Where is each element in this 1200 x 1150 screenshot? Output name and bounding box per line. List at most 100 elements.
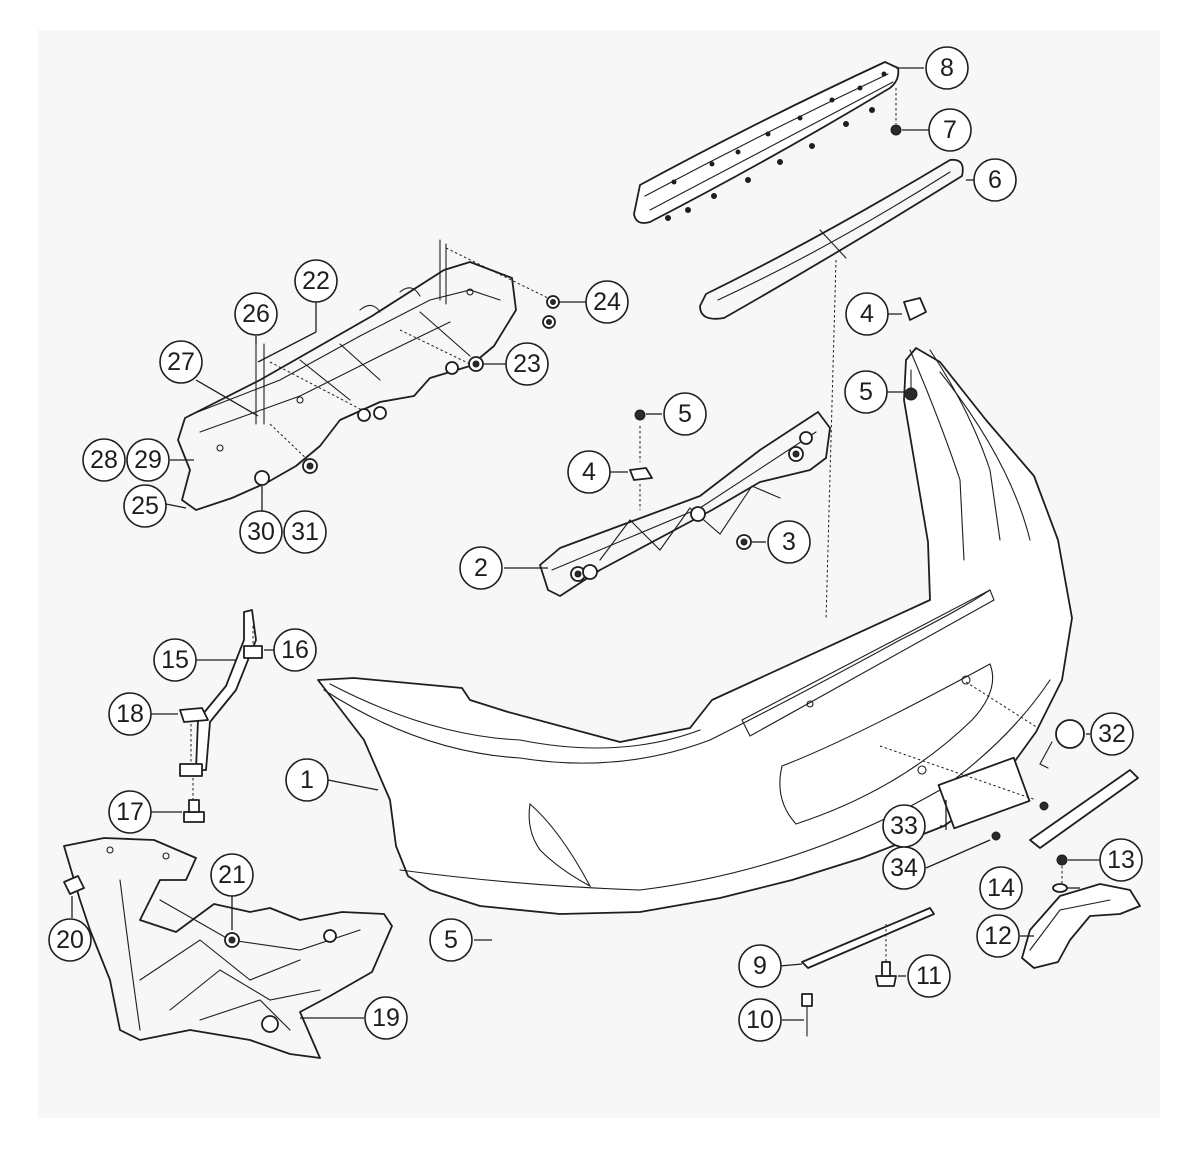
callout-25: 25 [123,484,167,528]
callout-16: 16 [273,628,317,672]
callout-9: 9 [738,944,782,988]
callout-26: 26 [234,292,278,336]
callout-14: 14 [979,866,1023,910]
callout-label: 8 [940,54,954,82]
callout-2: 2 [459,546,503,590]
part-22-shield [177,239,517,511]
part-7-screw [890,88,930,136]
callout-17: 17 [108,790,152,834]
assembly-line [825,259,837,621]
callout-label: 23 [513,350,541,378]
callout-3: 3 [767,520,811,564]
callout-18: 18 [108,692,152,736]
callout-30: 30 [239,510,283,554]
callout-4-side: 4 [845,292,889,336]
callout-19: 19 [364,996,408,1040]
callout-label: 29 [134,446,162,474]
callout-29: 29 [126,438,170,482]
callout-label: 5 [678,400,692,428]
part-upper-strip-right [1029,769,1139,849]
callout-label: 33 [890,812,918,840]
callout-4-center: 4 [567,450,611,494]
callout-label: 21 [218,861,246,889]
callout-label: 32 [1098,720,1126,748]
callout-label: 25 [131,492,159,520]
callout-label: 4 [582,458,596,486]
callout-label: 18 [116,700,144,728]
part-14-washer [1052,883,1068,893]
part-9-strip [801,907,935,969]
part-19-lower-bracket [63,837,393,1059]
callout-label: 26 [242,300,270,328]
part-15-strap [179,609,257,777]
callout-1: 1 [285,758,329,802]
part-34-screw [991,801,1049,841]
callout-label: 13 [1107,846,1135,874]
callout-27: 27 [159,340,203,384]
callout-label: 10 [746,1006,774,1034]
part-6-cover-strip [699,158,964,320]
callout-5-bottom: 5 [429,918,473,962]
assembly-line [965,681,1039,729]
shield-nuts [254,295,560,486]
callout-label: 2 [474,554,488,582]
part-18-clip [179,707,209,723]
callout-label: 15 [161,646,189,674]
callout-label: 5 [444,926,458,954]
callout-label: 22 [302,267,330,295]
callout-22: 22 [294,259,338,303]
callout-20: 20 [48,918,92,962]
part-5-screw-top [634,409,646,421]
part-4-clip-center [629,426,653,510]
part-20-bolt [63,875,85,895]
callout-label: 14 [987,874,1015,902]
part-1-bumper-cover [317,347,1073,915]
callout-label: 7 [943,116,957,144]
part-5-screw-side [904,369,918,401]
callout-label: 3 [782,528,796,556]
callout-24: 24 [585,280,629,324]
callout-label: 5 [859,378,873,406]
callout-12: 12 [976,914,1020,958]
callout-5-side: 5 [844,370,888,414]
callout-label: 4 [860,300,874,328]
callout-21: 21 [210,853,254,897]
callout-label: 19 [372,1004,400,1032]
callout-31: 31 [283,510,327,554]
assembly-line [269,423,311,463]
callout-15: 15 [153,638,197,682]
assembly-line [269,361,363,411]
part-8-upper-trim [633,61,900,224]
callout-11: 11 [907,954,951,998]
callout-label: 20 [56,926,84,954]
callout-33: 33 [882,804,926,848]
callout-label: 31 [291,518,319,546]
callout-label: 1 [300,766,314,794]
callout-10: 10 [738,998,782,1042]
part-10-rivet [801,993,813,1037]
assembly-line [445,247,549,299]
part-13-screw [1056,854,1068,884]
part-16-bolt [243,626,263,659]
callout-7: 7 [928,108,972,152]
callout-28: 28 [82,438,126,482]
callout-label: 17 [116,798,144,826]
callout-label: 34 [890,854,918,882]
part-32-cap [1039,719,1085,769]
callout-label: 9 [753,952,767,980]
callout-label: 24 [593,288,621,316]
part-17-bolt [183,799,205,823]
callout-8: 8 [925,46,969,90]
part-11-screw [875,961,897,987]
callout-label: 6 [988,166,1002,194]
callout-23: 23 [505,342,549,386]
callout-32: 32 [1090,712,1134,756]
part-4-clip-side [903,297,927,321]
callout-34: 34 [882,846,926,890]
part-2-bracket [539,411,831,597]
leader-lines [71,67,1100,1021]
part-3-nut [736,534,752,550]
callout-label: 30 [247,518,275,546]
callout-label: 16 [281,636,309,664]
